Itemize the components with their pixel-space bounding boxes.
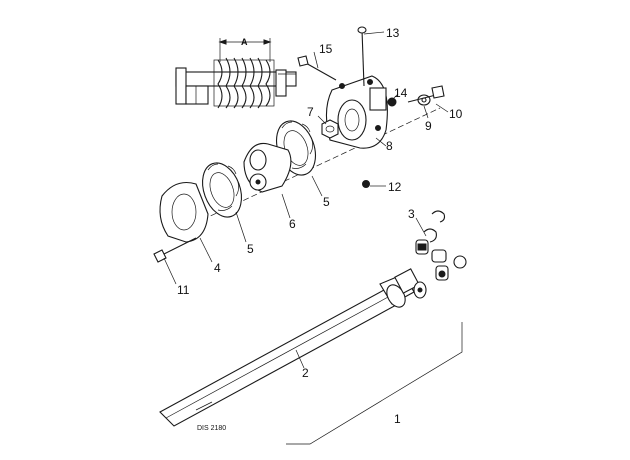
part-2-shaft: [159, 268, 427, 427]
spring-coils: [213, 57, 275, 109]
drawing-code: DIS 2180: [197, 425, 226, 432]
callout-15: 15: [319, 42, 333, 56]
part-11-bolt: [153, 237, 197, 263]
callout-9: 9: [425, 119, 432, 133]
callout-6: 6: [289, 217, 296, 231]
callout-4: 4: [214, 261, 221, 275]
part-6-fork: [243, 142, 292, 193]
part-15-bolt: [297, 55, 337, 81]
callout-2: 2: [302, 366, 309, 380]
part-4-plate: [159, 181, 209, 243]
callout-8: 8: [386, 139, 393, 153]
callout-1: 1: [394, 412, 401, 426]
callout-5-lower: 5: [247, 242, 254, 256]
callout-labels: 13 15 14 10 9 7 8 12 5 6 3 5 4 11 2 1 DI…: [177, 26, 463, 432]
spring-assembly-inset: A: [175, 37, 297, 109]
leader-lines: [163, 31, 449, 369]
callout-7: 7: [307, 105, 314, 119]
callout-11: 11: [177, 283, 190, 297]
part-12-nut: [362, 180, 370, 188]
callout-13: 13: [386, 26, 400, 40]
callout-10: 10: [449, 107, 463, 121]
part-13-pin: [357, 26, 367, 87]
part-1-bracket: [286, 322, 463, 445]
callout-3: 3: [408, 207, 415, 221]
part-7-nut: [321, 119, 339, 139]
callout-14: 14: [394, 86, 408, 100]
part-14-nut: [387, 97, 397, 107]
part-5-lower-ring: [202, 162, 242, 218]
part-10-bolt: [407, 85, 445, 103]
callout-12: 12: [388, 180, 402, 194]
part-8-flange: [325, 75, 388, 149]
part-3-joint-pieces: [415, 210, 467, 281]
callout-5-upper: 5: [323, 195, 330, 209]
dimension-label-a: A: [241, 37, 248, 47]
